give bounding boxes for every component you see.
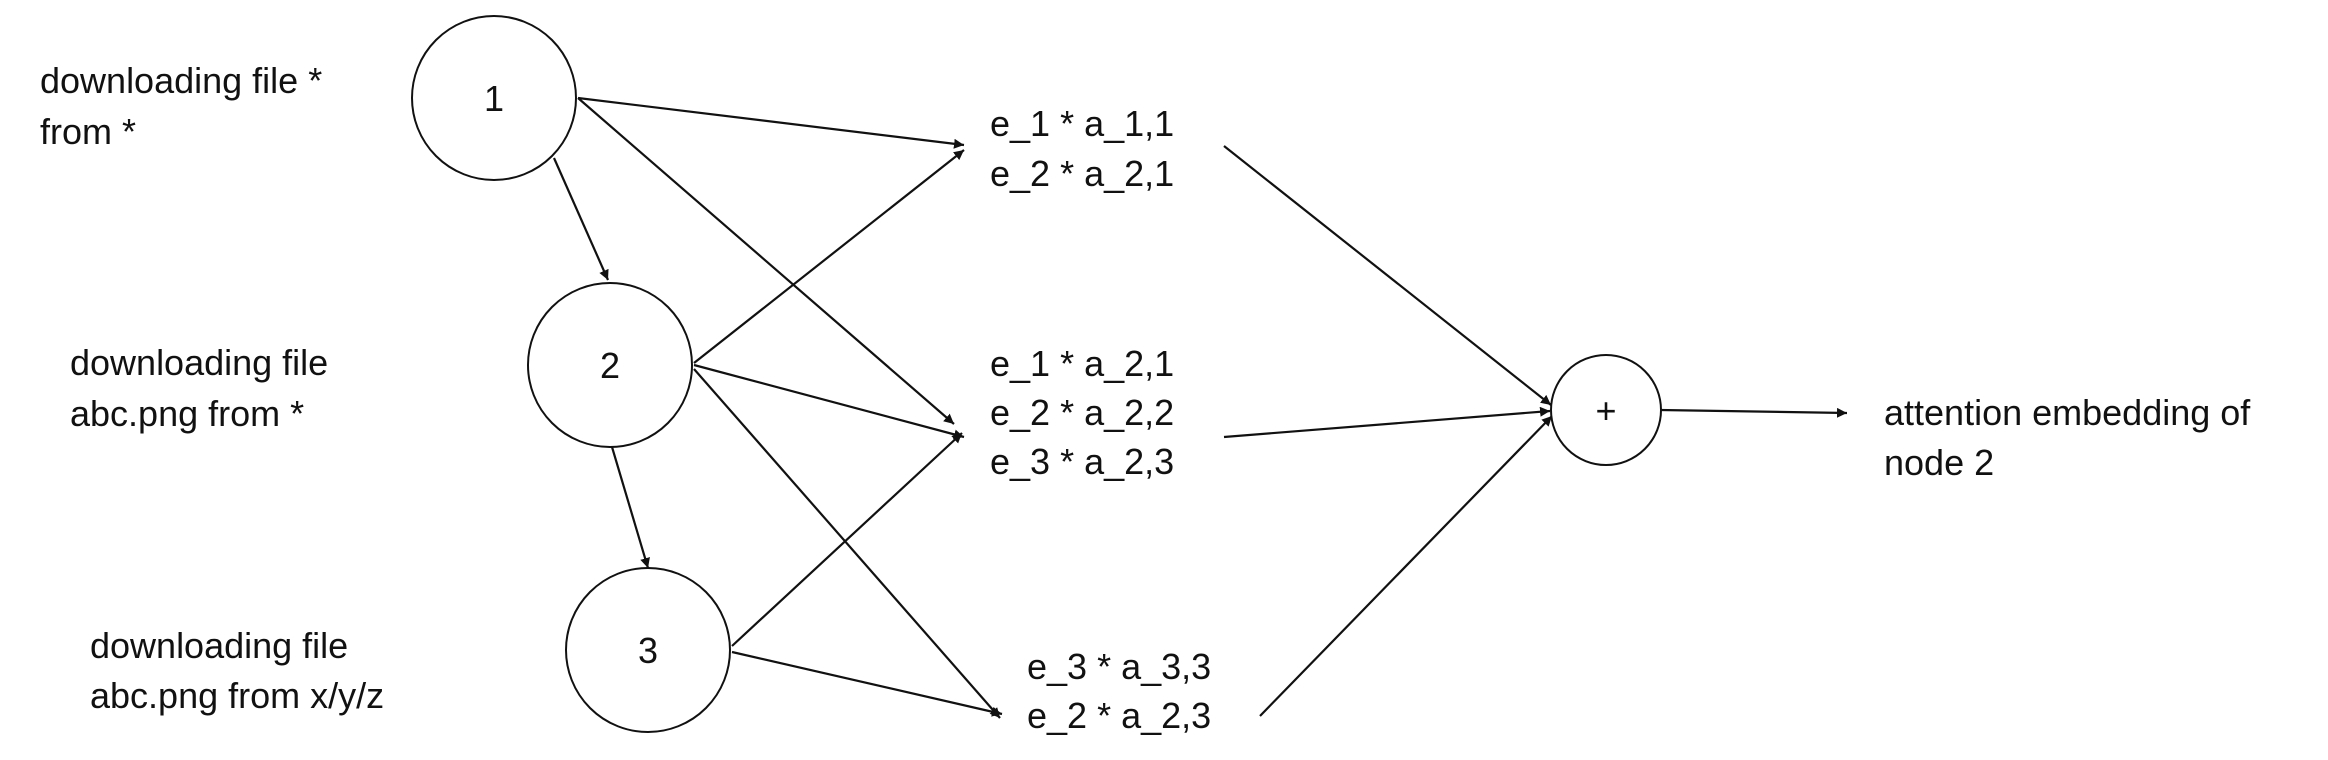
term-line: e_1 * a_2,1: [990, 343, 1174, 384]
node-2-caption-line-1: downloading file: [70, 342, 328, 383]
edge-node2-to-terms-top: [693, 149, 965, 364]
edge-node2-to-terms-middle: [693, 363, 965, 440]
edge-node3-to-terms-bottom: [731, 650, 1003, 717]
output-line-1: attention embedding of: [1884, 392, 2251, 433]
term-line: e_1 * a_1,1: [990, 103, 1174, 144]
terms-bottom: e_3 * a_3,3 e_2 * a_2,3: [1027, 646, 1211, 736]
node-3-circle: [565, 567, 731, 733]
edge-node3-to-terms-middle: [731, 432, 963, 647]
node-2-circle: [527, 282, 693, 448]
output-label: attention embedding of node 2: [1884, 392, 2251, 483]
edge-node2-to-terms-bottom: [693, 368, 1001, 719]
edge-sum-to-output: [1659, 407, 1848, 418]
terms-middle: e_1 * a_2,1 e_2 * a_2,2 e_3 * a_2,3: [990, 343, 1174, 482]
node-1-caption-line-1: downloading file *: [40, 60, 322, 101]
node-2-label: 2: [600, 345, 620, 386]
terms-top: e_1 * a_1,1 e_2 * a_2,1: [990, 103, 1174, 194]
node-1-caption: downloading file * from *: [40, 60, 322, 152]
node-3-label: 3: [638, 630, 658, 671]
term-line: e_3 * a_2,3: [990, 441, 1174, 482]
node-2: 2: [527, 282, 693, 448]
node-3-caption: downloading file abc.png from x/y/z: [90, 625, 384, 716]
node-1-circle: [411, 15, 577, 181]
plus-icon: +: [1595, 390, 1616, 431]
output-line-2: node 2: [1884, 442, 1994, 483]
edge-node1-to-terms-middle: [577, 97, 955, 425]
node-2-caption: downloading file abc.png from *: [70, 342, 328, 434]
node-1-label: 1: [484, 78, 504, 119]
sum-node: +: [1550, 354, 1662, 466]
node-2-caption-line-2: abc.png from *: [70, 393, 304, 434]
edge-terms-top-to-sum: [1223, 145, 1552, 406]
node-3: 3: [565, 567, 731, 733]
term-line: e_2 * a_2,3: [1027, 695, 1211, 736]
node-1: 1: [411, 15, 577, 181]
term-line: e_3 * a_3,3: [1027, 646, 1211, 687]
edges: [552, 96, 1848, 719]
node-3-caption-line-2: abc.png from x/y/z: [90, 675, 384, 716]
edge-terms-bottom-to-sum: [1259, 415, 1553, 717]
term-line: e_2 * a_2,1: [990, 153, 1174, 194]
edge-node2-to-node3: [610, 446, 650, 569]
node-1-caption-line-2: from *: [40, 111, 136, 152]
edge-node1-to-terms-top: [577, 96, 965, 149]
edge-terms-middle-to-sum: [1223, 406, 1551, 439]
sum-node-circle: [1550, 354, 1662, 466]
node-3-caption-line-1: downloading file: [90, 625, 348, 666]
edge-node1-to-node2: [552, 157, 610, 281]
term-line: e_2 * a_2,2: [990, 392, 1174, 433]
